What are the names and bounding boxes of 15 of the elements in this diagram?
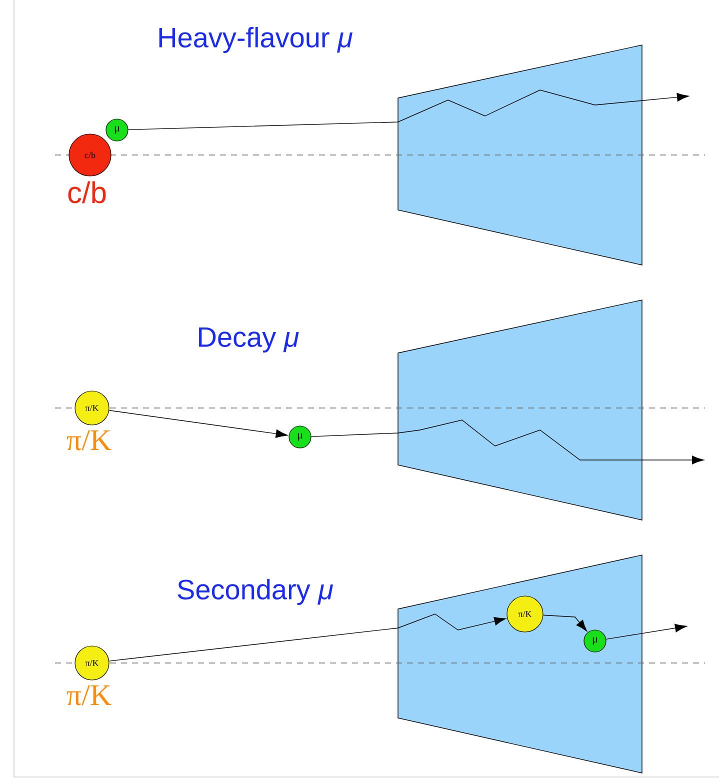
- absorber: [398, 554, 642, 774]
- particle-label: π/K: [66, 685, 112, 706]
- track-arrow: [542, 614, 588, 632]
- track-arrow: [128, 90, 689, 130]
- track-arrow: [108, 614, 506, 662]
- absorber: [398, 44, 642, 266]
- panel-title: Decay μ: [199, 327, 299, 353]
- track-arrow: [606, 624, 687, 640]
- panel-title: Secondary μ: [178, 578, 334, 606]
- particle-label: c/b: [68, 181, 106, 204]
- panel-title: Heavy-flavour μ: [159, 26, 352, 54]
- absorber: [398, 300, 642, 520]
- track-arrow: [310, 420, 704, 464]
- track-arrow: [108, 410, 288, 438]
- particle-label: π/K: [66, 430, 112, 450]
